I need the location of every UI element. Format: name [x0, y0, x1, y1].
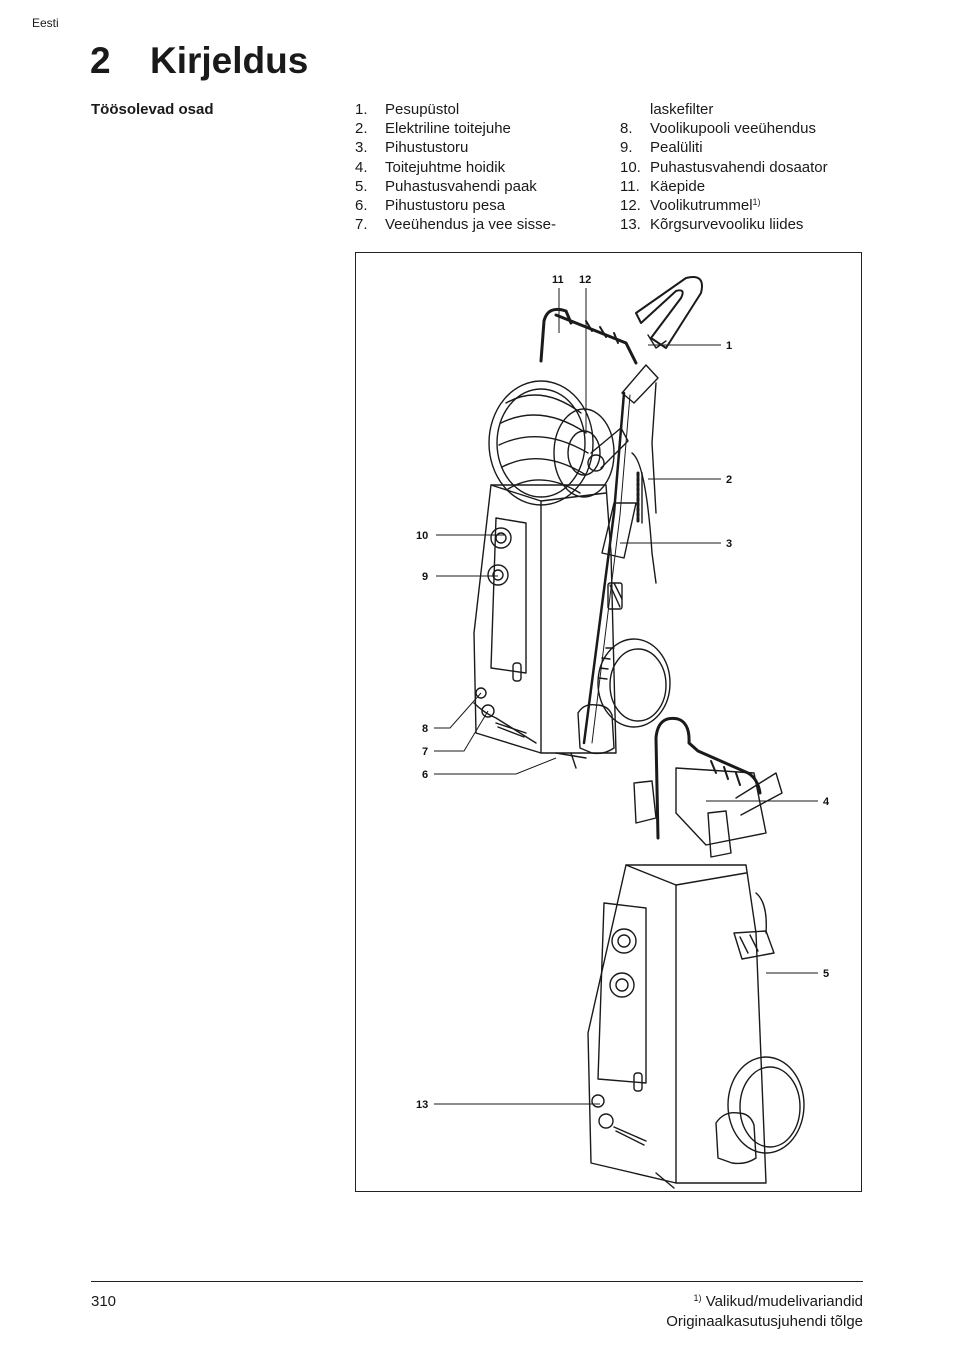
footer-divider [91, 1281, 863, 1282]
footnote: 1) Valikud/mudelivariandid [694, 1293, 864, 1310]
cord-holder [633, 767, 767, 858]
item-number: 8. [620, 120, 633, 138]
item-label: Pealüliti [650, 139, 703, 157]
handle [539, 307, 573, 363]
item-number: 9. [620, 139, 633, 157]
item-number: 6. [355, 197, 368, 215]
callout-8: 8 [422, 723, 428, 735]
power-cord [636, 471, 643, 525]
list-item: 1. Pesupüstol [355, 100, 556, 119]
callout-9: 9 [422, 571, 428, 583]
callout-4: 4 [823, 796, 830, 808]
callout-1: 1 [726, 340, 732, 352]
list-item: 7. Veeühendus ja vee sisse- [355, 215, 556, 234]
list-item: 8. Voolikupooli veeühendus [620, 119, 828, 138]
item-label: Puhastusvahendi paak [385, 177, 537, 195]
detergent-tank [733, 892, 775, 960]
item-number: 10. [620, 158, 641, 176]
list-item-continuation: laskefilter [650, 101, 714, 118]
footnote-marker: 1) [752, 197, 761, 208]
item-label: Pihustustoru pesa [385, 197, 506, 215]
item-label: Pesupüstol [385, 101, 460, 118]
item-label: Elektriline toitejuhe [385, 120, 511, 138]
callout-6: 6 [422, 769, 428, 781]
callout-13: 13 [416, 1099, 428, 1111]
list-item: 10. Puhastusvahendi dosaator [620, 158, 828, 177]
item-label: Pihustustoru [385, 139, 469, 157]
list-item: 12. Voolikutrummel1) [620, 196, 828, 215]
item-number: 13. [620, 216, 641, 234]
footnote-marker: 1) [693, 1293, 702, 1303]
page-number: 310 [91, 1293, 117, 1310]
list-item: 9. Pealüliti [620, 138, 828, 157]
machine-body [587, 864, 767, 1184]
item-number: 12. [620, 197, 641, 215]
callout-3: 3 [726, 538, 732, 550]
callout-10: 10 [416, 530, 428, 542]
machine-with-hose-reel [473, 276, 703, 769]
item-label: Kõrgsurvevooliku liides [650, 216, 804, 234]
item-number: 5. [355, 177, 368, 195]
chapter-title-text: Kirjeldus [150, 40, 309, 81]
callout-7: 7 [422, 746, 428, 758]
language-label: Eesti [32, 16, 59, 30]
wheel [727, 1056, 805, 1154]
item-number: 11. [620, 177, 640, 195]
section-label: Töösolevad osad [91, 101, 214, 118]
spray-gun-and-lance [582, 276, 703, 745]
item-label: Toitejuhtme hoidik [385, 158, 506, 176]
item-number: 3. [355, 139, 368, 157]
list-item: 11. Käepide [620, 177, 828, 196]
item-number: 1. [355, 101, 368, 118]
item-label: Veeühendus ja vee sisse- [385, 216, 556, 234]
chapter-title: 2 Kirjeldus [90, 40, 308, 82]
pressure-washer-illustration: 11 12 1 2 3 10 9 8 7 6 4 5 13 [416, 274, 830, 1189]
parts-list-column-1: 1. Pesupüstol 2. Elektriline toitejuhe 3. P… [355, 100, 556, 234]
item-label: Puhastusvahendi dosaator [650, 158, 828, 176]
footnote-text: Valikud/mudelivariandid [705, 1293, 863, 1310]
machine-without-hose-reel [587, 716, 805, 1189]
translation-note: Originaalkasutusjuhendi tõlge [666, 1313, 863, 1330]
callout-11: 11 [552, 274, 564, 286]
item-number: 2. [355, 120, 368, 138]
chapter-number: 2 [90, 40, 111, 81]
parts-list-column-2: laskefilter 8. Voolikupooli veeühendus 9.… [620, 100, 828, 234]
item-label: Käepide [650, 177, 706, 195]
item-label: Voolikupooli veeühendus [650, 120, 816, 138]
item-number: 4. [355, 158, 368, 176]
callout-2: 2 [726, 474, 732, 486]
list-item: 13. Kõrgsurvevooliku liides [620, 215, 828, 234]
pressure-washer-figure: 11 12 1 2 3 10 9 8 7 6 4 5 13 [355, 252, 862, 1192]
wheel [597, 638, 671, 728]
item-label: Voolikutrummel [650, 197, 753, 215]
callout-5: 5 [823, 968, 829, 980]
hose-reel [488, 380, 629, 506]
callout-12: 12 [579, 274, 591, 286]
list-item: 5. Puhastusvahendi paak [355, 177, 556, 196]
list-item: 3. Pihustustoru [355, 138, 556, 157]
list-item: 4. Toitejuhtme hoidik [355, 158, 556, 177]
list-item: 6. Pihustustoru pesa [355, 196, 556, 215]
item-number: 7. [355, 216, 368, 234]
callout-leaders [434, 288, 818, 1105]
list-item: 2. Elektriline toitejuhe [355, 119, 556, 138]
machine-body [473, 484, 617, 754]
